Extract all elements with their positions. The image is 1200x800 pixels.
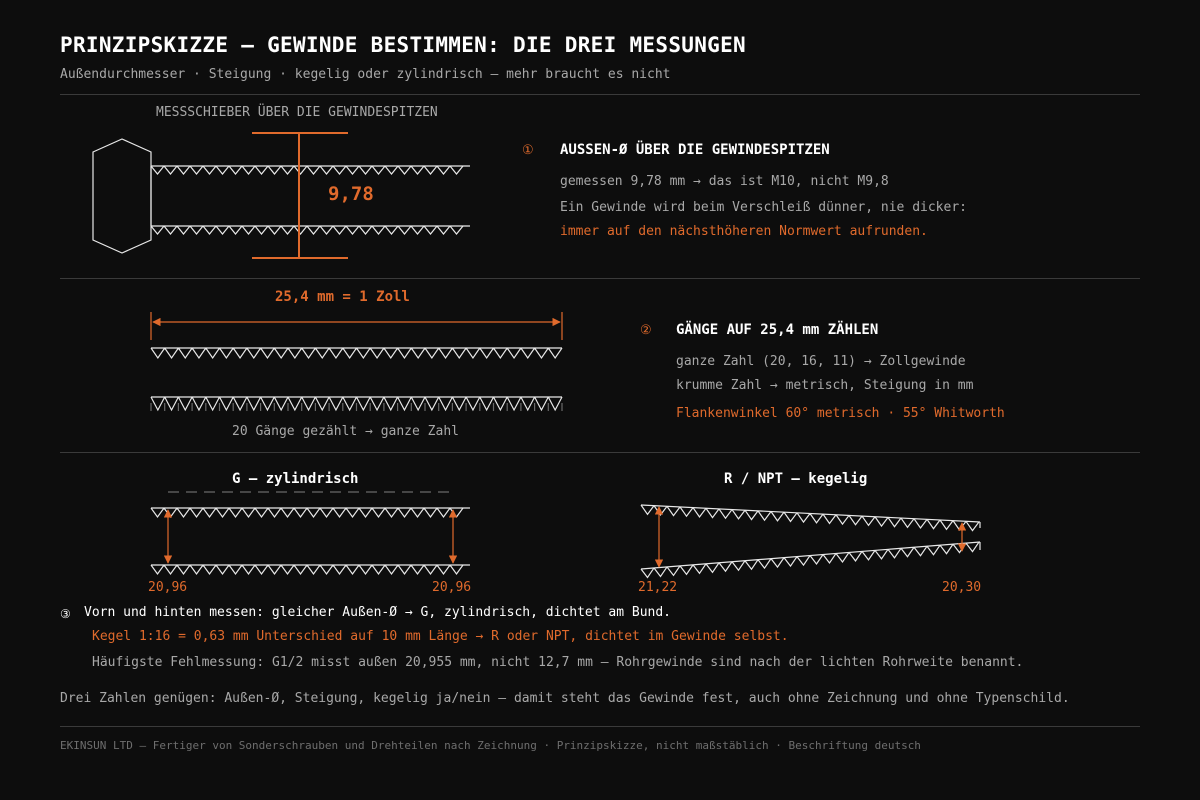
tapered-value-end: 20,30 (942, 580, 982, 595)
cylindrical-title: G — zylindrisch (232, 471, 359, 487)
caliper-caption: MESSSCHIEBER ÜBER DIE GEWINDESPITZEN (156, 105, 438, 120)
thread-teeth (150, 507, 464, 519)
tapered-measure-arrows (654, 506, 967, 568)
page-title: PRINZIPSKIZZE — GEWINDE BESTIMMEN: DIE D… (60, 33, 746, 57)
cylindrical-value-start: 20,96 (148, 580, 188, 595)
page-subtitle: Außendurchmesser · Steigung · kegelig od… (60, 67, 671, 82)
step1-line3: immer auf den nächsthöheren Normwert auf… (560, 224, 928, 239)
cylindrical-measure-arrows (163, 509, 458, 564)
thread-teeth (150, 347, 563, 360)
step-number-1: ① (522, 143, 534, 158)
thread-teeth (640, 541, 980, 579)
bolt-sketch (92, 138, 470, 254)
step-number-2: ② (640, 323, 652, 338)
divider (60, 452, 1140, 453)
thread-teeth (640, 504, 980, 532)
step2-heading: GÄNGE AUF 25,4 mm ZÄHLEN (676, 322, 879, 338)
thread-teeth (150, 165, 464, 175)
pitch-dimension-label: 25,4 mm = 1 Zoll (275, 289, 410, 305)
step1-line1: gemessen 9,78 mm → das ist M10, nicht M9… (560, 174, 889, 189)
cylindrical-thread (150, 507, 470, 576)
thread-teeth (150, 396, 563, 412)
tapered-title: R / NPT — kegelig (724, 471, 868, 487)
measured-diameter-value: 9,78 (328, 183, 374, 205)
divider (60, 94, 1140, 95)
hex-head (92, 138, 152, 254)
step2-line1: ganze Zahl (20, 16, 11) → Zollgewinde (676, 354, 966, 369)
step2-line2: krumme Zahl → metrisch, Steigung in mm (676, 378, 974, 393)
tapered-value-start: 21,22 (638, 580, 678, 595)
thread-teeth (150, 225, 464, 235)
step3-line3: Häufigste Fehlmessung: G1/2 misst außen … (92, 655, 1024, 670)
step1-heading: AUSSEN-Ø ÜBER DIE GEWINDESPITZEN (560, 142, 830, 158)
summary-text: Drei Zahlen genügen: Außen-Ø, Steigung, … (60, 691, 1070, 706)
pitch-thread-lines (150, 347, 563, 412)
bolt-thread-lines (150, 165, 470, 235)
step-number-3: ③ (60, 607, 71, 621)
divider (60, 278, 1140, 279)
thread-teeth (150, 564, 464, 576)
pitch-caption: 20 Gänge gezählt → ganze Zahl (232, 424, 459, 439)
cylindrical-value-end: 20,96 (432, 580, 472, 595)
step1-line2: Ein Gewinde wird beim Verschleiß dünner,… (560, 200, 967, 215)
caliper-jaws (252, 132, 348, 259)
pitch-dimension (150, 312, 563, 340)
divider (60, 726, 1140, 727)
step3-line1: Vorn und hinten messen: gleicher Außen-Ø… (84, 605, 671, 620)
step3-line2: Kegel 1:16 = 0,63 mm Unterschied auf 10 … (92, 629, 789, 644)
step2-line3: Flankenwinkel 60° metrisch · 55° Whitwor… (676, 406, 1005, 421)
footer-text: EKINSUN LTD — Fertiger von Sonderschraub… (60, 739, 921, 752)
tapered-thread (640, 504, 981, 579)
